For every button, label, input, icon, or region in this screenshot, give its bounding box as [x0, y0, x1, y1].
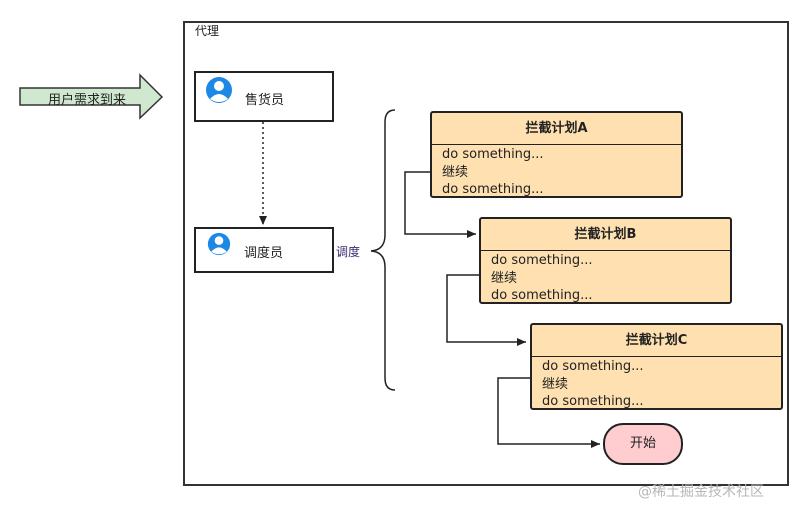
intercept-plan-a[interactable]: 拦截计划A do something... 继续 do something... — [430, 111, 683, 198]
dispatcher-label: 调度员 — [244, 246, 284, 261]
salesperson-node[interactable]: 售货员 — [194, 71, 334, 122]
plan-title: 拦截计划C — [532, 325, 781, 357]
dispatch-label: 调度 — [336, 245, 361, 259]
plan-a-to-b-connector — [404, 171, 476, 238]
plan-line: 继续 — [542, 376, 569, 392]
plan-title: 拦截计划B — [481, 219, 730, 251]
plan-line: do something... — [542, 359, 644, 374]
plan-line: do something... — [491, 288, 593, 303]
dispatch-brace — [370, 109, 396, 391]
plan-title: 拦截计划A — [432, 113, 681, 145]
intercept-plan-c[interactable]: 拦截计划C do something... 继续 do something... — [530, 323, 783, 410]
plan-c-to-start-connector — [497, 377, 600, 448]
plan-b-to-c-connector — [446, 274, 526, 346]
plan-line: 继续 — [442, 164, 469, 180]
plan-line: do something... — [491, 253, 593, 268]
dispatcher-node[interactable]: 调度员 — [194, 227, 334, 273]
plan-line: 继续 — [491, 270, 518, 286]
user-icon — [206, 77, 232, 103]
request-arrow-label: 用户需求到来 — [48, 93, 127, 108]
salesperson-label: 售货员 — [245, 93, 285, 108]
watermark: @稀土掘金技术社区 — [638, 484, 764, 500]
plan-line: do something... — [442, 182, 544, 197]
intercept-plan-b[interactable]: 拦截计划B do something... 继续 do something... — [479, 217, 732, 304]
plan-line: do something... — [542, 394, 644, 409]
proxy-label: 代理 — [195, 24, 220, 38]
proxy-container — [183, 21, 789, 486]
start-node[interactable]: 开始 — [603, 423, 683, 465]
plan-line: do something... — [442, 147, 544, 162]
user-icon — [207, 232, 231, 256]
request-arrow — [19, 73, 164, 120]
